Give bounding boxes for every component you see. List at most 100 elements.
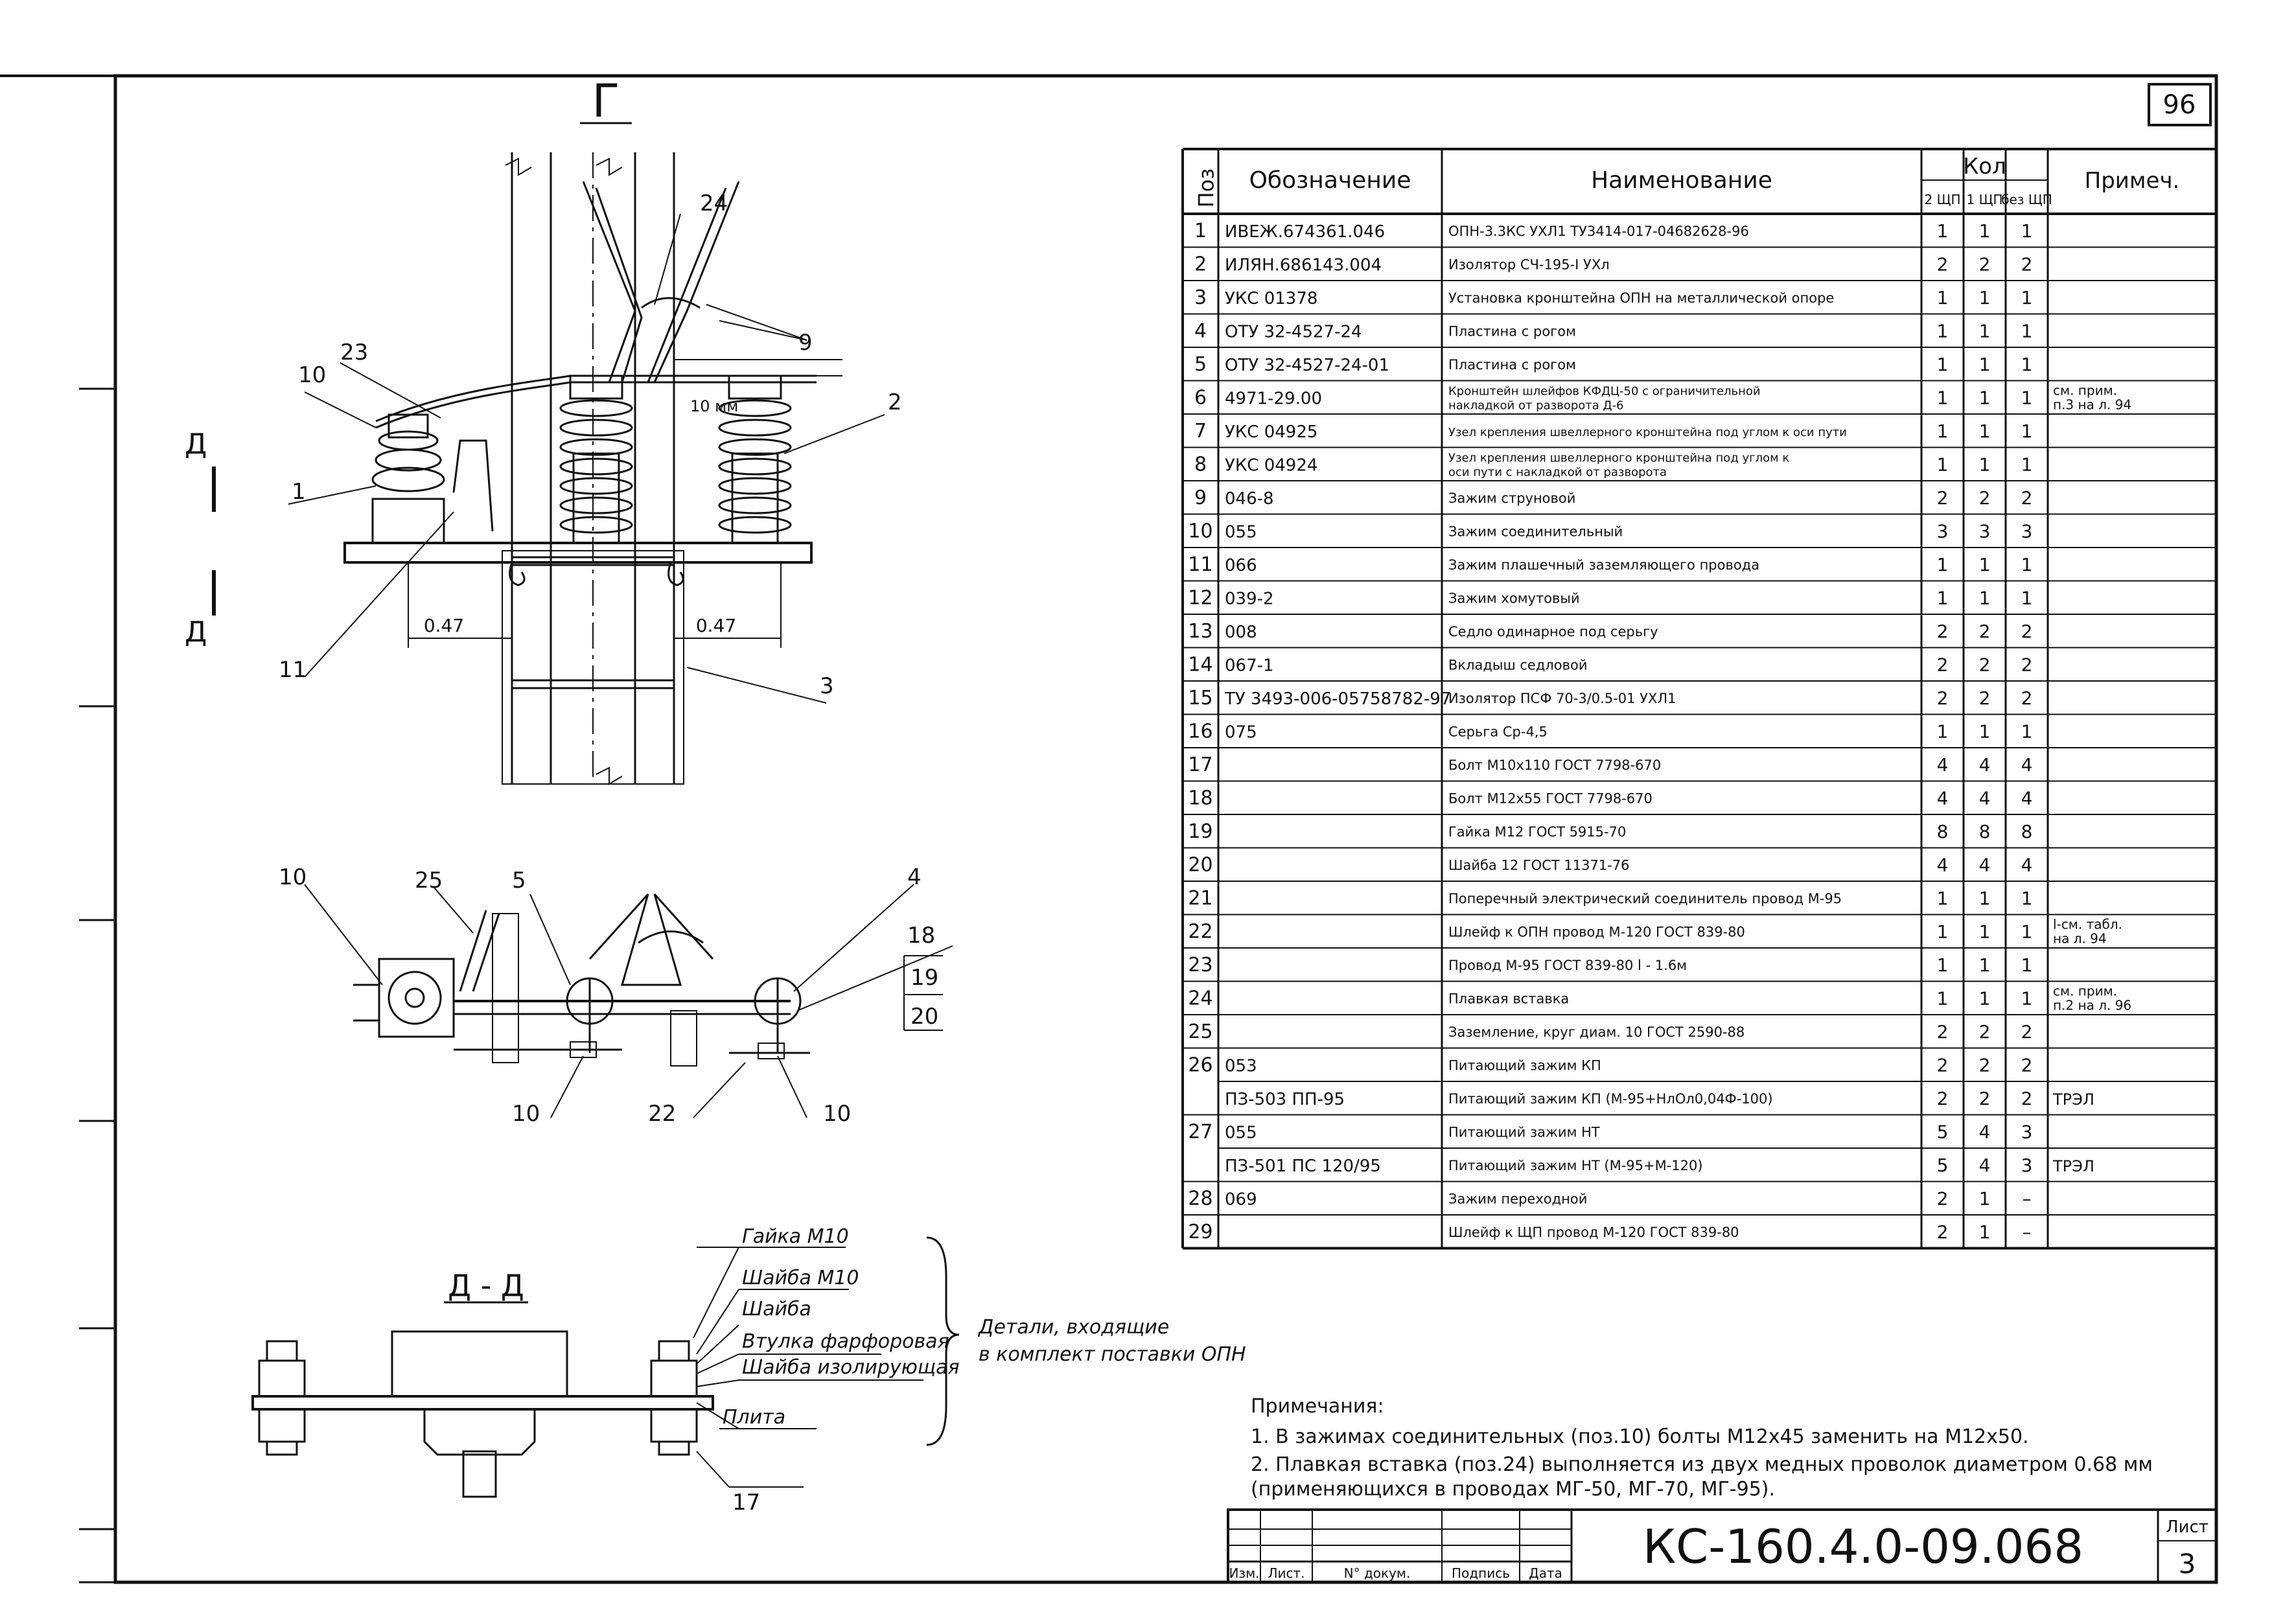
row-27-designation: 055	[1225, 1123, 1257, 1142]
header-designation: Обозначение	[1249, 167, 1411, 194]
detail-parts-labels: Гайка M10 Шайба M10 Шайба Втулка фарфоро…	[723, 1225, 1246, 1429]
row-24-qty-2: 2	[1937, 1021, 1949, 1043]
row-0-designation: ИВЕЖ.674361.046	[1225, 222, 1385, 242]
plan-view-drawing	[304, 884, 953, 1118]
row-0-pos: 1	[1194, 220, 1207, 242]
row-5-designation: 4971-29.00	[1225, 389, 1322, 408]
row-20-name: Поперечный электрический соединитель про…	[1448, 891, 1842, 906]
row-16-qty-1: 4	[1979, 754, 1991, 776]
row-20-qty-1: 1	[1979, 888, 1991, 909]
callout-2: 2	[888, 389, 902, 415]
row-2-qty-0: 1	[2021, 287, 2033, 308]
row-6-name: Узел крепления швеллерного кронштейна по…	[1448, 426, 1847, 439]
row-9-designation: 055	[1225, 522, 1257, 542]
row-5-note-1: см. прим.	[2053, 383, 2117, 398]
callout-10-left: 10	[279, 864, 307, 890]
row-27-qty-1: 4	[1979, 1121, 1991, 1142]
row-23-qty-2: 1	[1937, 987, 1949, 1009]
row-24-qty-0: 2	[2021, 1021, 2033, 1043]
row-18-name: Гайка M12 ГОСТ 5915-70	[1448, 824, 1626, 840]
dimension-left: 0.47	[424, 615, 464, 636]
row-2-pos: 3	[1194, 286, 1207, 309]
header-qty: Кол	[1963, 154, 2006, 179]
row-11-name: Зажим хомутовый	[1448, 590, 1580, 606]
part-nut-m10: Гайка M10	[742, 1225, 849, 1248]
gap-dimension: 10 мм	[690, 397, 738, 415]
row-18-qty-2: 8	[1937, 821, 1949, 842]
row-27-qty-2: 5	[1937, 1121, 1949, 1142]
row-19-name: Шайба 12 ГОСТ 11371-76	[1448, 857, 1629, 873]
callout-22: 22	[648, 1101, 676, 1127]
row-1-qty-2: 2	[1937, 253, 1949, 275]
row-7-qty-1: 1	[1979, 454, 1991, 475]
row-15-name: Серьга Ср-4,5	[1448, 724, 1548, 739]
row-14-qty-0: 2	[2021, 687, 2033, 709]
row-10-designation: 066	[1225, 556, 1257, 575]
row-23-qty-1: 1	[1979, 987, 1991, 1009]
row-5-qty-2: 1	[1937, 387, 1949, 408]
header-name: Наименование	[1591, 167, 1772, 194]
row-3-designation: ОТУ 32-4527-24	[1225, 322, 1362, 341]
row-12-pos: 13	[1188, 620, 1212, 643]
row-5-note-2: п.3 на л. 94	[2053, 397, 2131, 413]
row-0-qty-1: 1	[1979, 220, 1991, 242]
row-15-qty-1: 1	[1979, 721, 1991, 742]
row-7-qty-2: 1	[1937, 454, 1949, 475]
row-21-qty-2: 1	[1937, 921, 1949, 942]
stamp-col-change: Изм.	[1229, 1565, 1259, 1581]
row-7-qty-0: 1	[2021, 454, 2033, 475]
row-11-qty-2: 1	[1937, 587, 1949, 608]
callouts-middle: 10 25 5 4 18 19 20 10 22 10	[279, 864, 938, 1127]
row-25-qty-0: 2	[2021, 1054, 2033, 1076]
row-5-qty-0: 1	[2021, 387, 2033, 408]
row-17-pos: 18	[1188, 787, 1212, 809]
part-insulating-washer: Шайба изолирующая	[742, 1356, 960, 1379]
title-block	[1227, 1508, 2218, 1584]
stamp-columns: Изм. Лист. N° докум. Подпись Дата	[1229, 1565, 1562, 1581]
row-25-designation: 053	[1225, 1056, 1257, 1076]
row-30-qty-2: 2	[1937, 1221, 1949, 1243]
row-2-designation: УКС 01378	[1225, 289, 1317, 308]
row-15-qty-0: 1	[2021, 721, 2033, 742]
callout-17: 17	[732, 1490, 760, 1516]
row-30-qty-0: –	[2023, 1221, 2032, 1243]
row-8-qty-0: 2	[2021, 487, 2033, 509]
row-20-qty-0: 1	[2021, 888, 2033, 909]
row-20-pos: 21	[1188, 887, 1212, 910]
callout-19: 19	[910, 965, 938, 991]
page-number: 96	[2163, 90, 2196, 120]
row-16-qty-2: 4	[1937, 754, 1949, 776]
section-label: Д - Д	[448, 1268, 524, 1303]
header-pos: Поз	[1194, 168, 1219, 208]
row-11-pos: 12	[1188, 586, 1212, 609]
callout-24: 24	[700, 190, 728, 216]
row-0-qty-0: 1	[2021, 220, 2033, 242]
sheet-number: 3	[2179, 1548, 2196, 1580]
row-7-pos: 8	[1194, 453, 1207, 476]
notes-title: Примечания:	[1251, 1395, 1384, 1418]
part-porcelain-sleeve: Втулка фарфоровая	[742, 1330, 949, 1353]
row-3-qty-2: 1	[1937, 320, 1949, 341]
brace-text-1: Детали, входящие	[977, 1316, 1169, 1339]
row-18-qty-1: 8	[1979, 821, 1991, 842]
row-3-name: Пластина с рогом	[1448, 323, 1576, 339]
row-12-designation: 008	[1225, 623, 1257, 642]
row-21-qty-0: 1	[2021, 921, 2033, 942]
row-26-note: ТРЭЛ	[2052, 1090, 2094, 1109]
row-6-pos: 7	[1194, 420, 1207, 443]
row-13-name: Вкладыш седловой	[1448, 657, 1588, 673]
row-22-qty-1: 1	[1979, 954, 1991, 976]
cut-marker-bottom: Д	[185, 616, 207, 649]
section-drawing	[251, 1236, 960, 1498]
row-8-pos: 9	[1194, 487, 1207, 509]
stamp-col-doc: N° докум.	[1344, 1565, 1411, 1581]
row-21-note-2: на л. 94	[2053, 931, 2107, 947]
callout-3: 3	[820, 673, 834, 699]
row-23-qty-0: 1	[2021, 987, 2033, 1009]
row-10-name: Зажим плашечный заземляющего провода	[1448, 557, 1759, 573]
row-28-designation: ПЗ-501 ПС 120/95	[1225, 1157, 1381, 1176]
callout-11: 11	[279, 657, 307, 683]
row-14-designation: ТУ 3493-006-05758782-97	[1224, 689, 1451, 709]
row-18-pos: 19	[1188, 820, 1212, 843]
header-qty-1: 1 ЩП	[1967, 192, 2003, 207]
